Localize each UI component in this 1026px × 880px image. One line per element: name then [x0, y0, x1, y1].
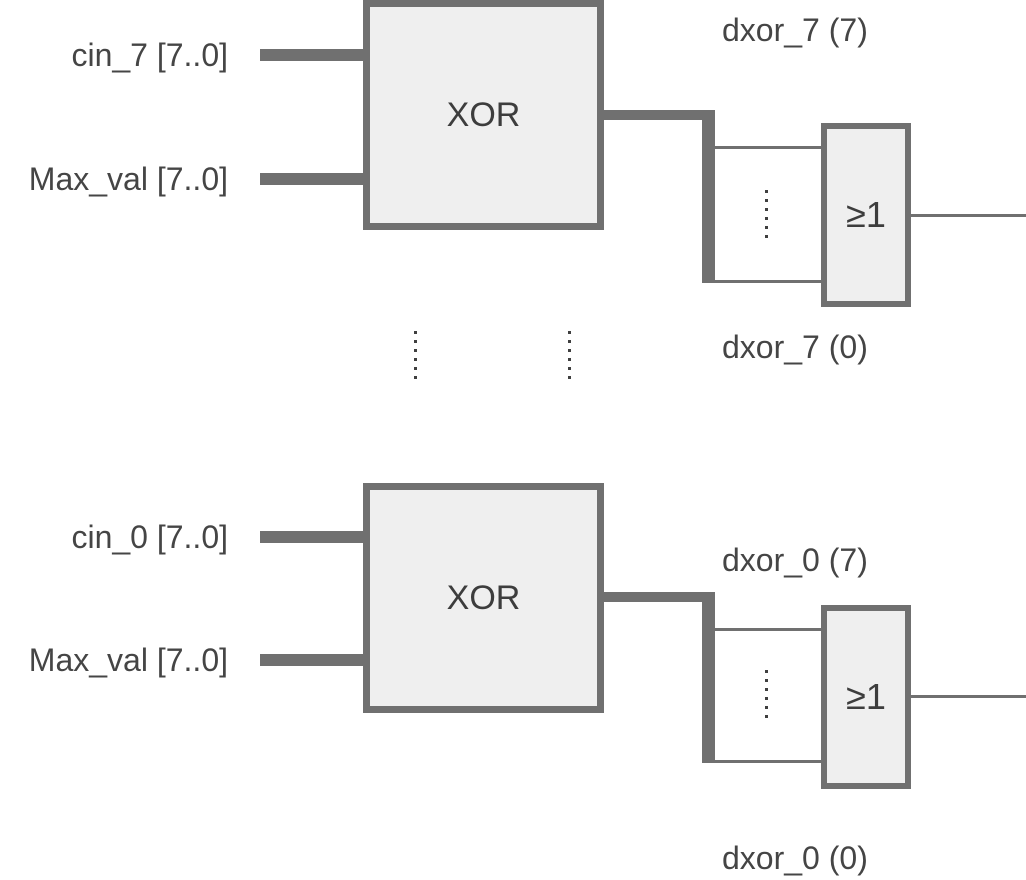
- xor-gate-0-label: XOR: [446, 578, 521, 617]
- bus-wire-xor0-out-vertical: [702, 592, 715, 763]
- output-wire-0: [911, 695, 1026, 698]
- xor-gate-7-label: XOR: [446, 95, 521, 134]
- bus-wire-xor7-out-horizontal: [604, 110, 715, 120]
- bit-wire-dxor7-0: [715, 280, 821, 283]
- bus-wire-max-val-top: [260, 173, 363, 185]
- xor-gate-7: XOR: [363, 0, 604, 230]
- ellipsis-slices-right: [568, 331, 571, 382]
- input-label-max-val-bottom: Max_val [7..0]: [28, 642, 228, 678]
- bus-wire-max-val-bottom: [260, 654, 363, 666]
- net-label-dxor7-0: dxor_7 (0): [722, 329, 868, 365]
- output-wire-7: [911, 214, 1026, 217]
- net-label-dxor0-7: dxor_0 (7): [722, 542, 868, 578]
- or-gate-7-label: ≥1: [846, 194, 886, 235]
- bus-wire-cin-0: [260, 531, 363, 543]
- ellipsis-bits-7: [765, 190, 768, 241]
- xor-gate-0: XOR: [363, 483, 604, 713]
- bit-wire-dxor0-0: [715, 760, 821, 763]
- or-gate-0-label: ≥1: [846, 676, 886, 717]
- net-label-dxor7-7: dxor_7 (7): [722, 12, 868, 48]
- or-gate-7: ≥1: [821, 123, 911, 307]
- bus-wire-xor7-out-vertical: [702, 110, 715, 283]
- input-label-cin-0: cin_0 [7..0]: [71, 519, 228, 555]
- bit-wire-dxor0-7: [715, 628, 821, 631]
- bus-wire-xor0-out-horizontal: [604, 592, 715, 602]
- ellipsis-slices-left: [414, 331, 417, 382]
- input-label-max-val-top: Max_val [7..0]: [28, 161, 228, 197]
- or-gate-0: ≥1: [821, 605, 911, 789]
- net-label-dxor0-0: dxor_0 (0): [722, 840, 868, 876]
- bit-wire-dxor7-7: [715, 146, 821, 149]
- ellipsis-bits-0: [765, 670, 768, 721]
- input-label-cin-7: cin_7 [7..0]: [71, 37, 228, 73]
- bus-wire-cin-7: [260, 49, 363, 61]
